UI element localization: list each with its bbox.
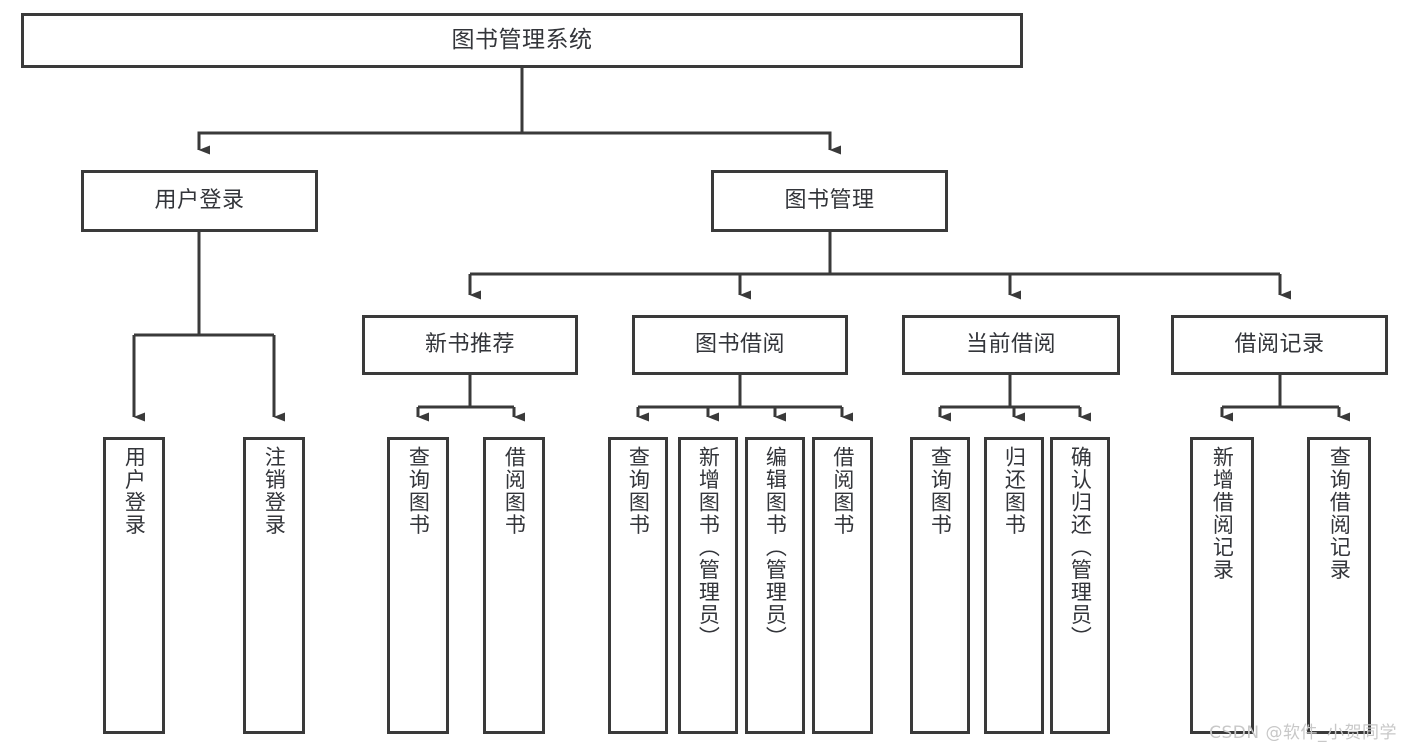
node-label: 借阅记录 bbox=[1234, 331, 1325, 357]
node-label: 确认归还（管理员） bbox=[1068, 446, 1093, 649]
node-label: 图书管理系统 bbox=[451, 26, 593, 53]
node-label: 新增图书（管理员） bbox=[696, 446, 721, 649]
leaf-query-books-recommend[interactable]: 查询图书 bbox=[387, 437, 449, 734]
node-user-login[interactable]: 用户登录 bbox=[81, 170, 318, 232]
leaf-confirm-return-admin[interactable]: 确认归还（管理员） bbox=[1050, 437, 1110, 734]
node-borrowing-record[interactable]: 借阅记录 bbox=[1171, 315, 1388, 375]
node-label: 当前借阅 bbox=[965, 331, 1056, 357]
leaf-query-books-current[interactable]: 查询图书 bbox=[910, 437, 970, 734]
node-label: 图书借阅 bbox=[694, 331, 785, 357]
node-label: 查询图书 bbox=[626, 446, 651, 536]
node-label: 查询图书 bbox=[406, 446, 431, 536]
leaf-borrow-books[interactable]: 借阅图书 bbox=[812, 437, 873, 734]
node-label: 用户登录 bbox=[154, 187, 245, 213]
edge-root-to-user-login bbox=[197, 68, 524, 155]
leaf-query-books-borrow[interactable]: 查询图书 bbox=[608, 437, 668, 734]
node-book-management[interactable]: 图书管理 bbox=[711, 170, 948, 232]
leaf-borrow-books-recommend[interactable]: 借阅图书 bbox=[483, 437, 545, 734]
node-label: 用户登录 bbox=[122, 446, 147, 536]
node-label: 借阅图书 bbox=[502, 446, 527, 536]
edge-root-to-book-management bbox=[522, 131, 841, 155]
node-label: 新书推荐 bbox=[424, 331, 515, 357]
node-current-borrowing[interactable]: 当前借阅 bbox=[902, 315, 1120, 375]
leaf-add-book-admin[interactable]: 新增图书（管理员） bbox=[678, 437, 738, 734]
node-book-borrowing[interactable]: 图书借阅 bbox=[632, 315, 848, 375]
leaf-edit-book-admin[interactable]: 编辑图书（管理员） bbox=[745, 437, 805, 734]
node-label: 编辑图书（管理员） bbox=[763, 446, 788, 649]
node-label: 注销登录 bbox=[262, 446, 287, 536]
node-new-book-recommendation[interactable]: 新书推荐 bbox=[362, 315, 578, 375]
leaf-logout[interactable]: 注销登录 bbox=[243, 437, 305, 734]
leaf-add-borrow-record[interactable]: 新增借阅记录 bbox=[1190, 437, 1254, 734]
leaf-query-borrow-record[interactable]: 查询借阅记录 bbox=[1307, 437, 1371, 734]
leaf-user-login[interactable]: 用户登录 bbox=[103, 437, 165, 734]
node-label: 查询图书 bbox=[928, 446, 953, 536]
node-label: 借阅图书 bbox=[830, 446, 855, 536]
leaf-return-books[interactable]: 归还图书 bbox=[984, 437, 1044, 734]
node-label: 归还图书 bbox=[1002, 446, 1027, 536]
node-label: 查询借阅记录 bbox=[1327, 446, 1352, 581]
node-book-management-system[interactable]: 图书管理系统 bbox=[21, 13, 1023, 68]
node-label: 图书管理 bbox=[784, 187, 875, 213]
node-label: 新增借阅记录 bbox=[1210, 446, 1235, 581]
watermark: CSDN @软件_小贺同学 bbox=[1209, 723, 1397, 743]
